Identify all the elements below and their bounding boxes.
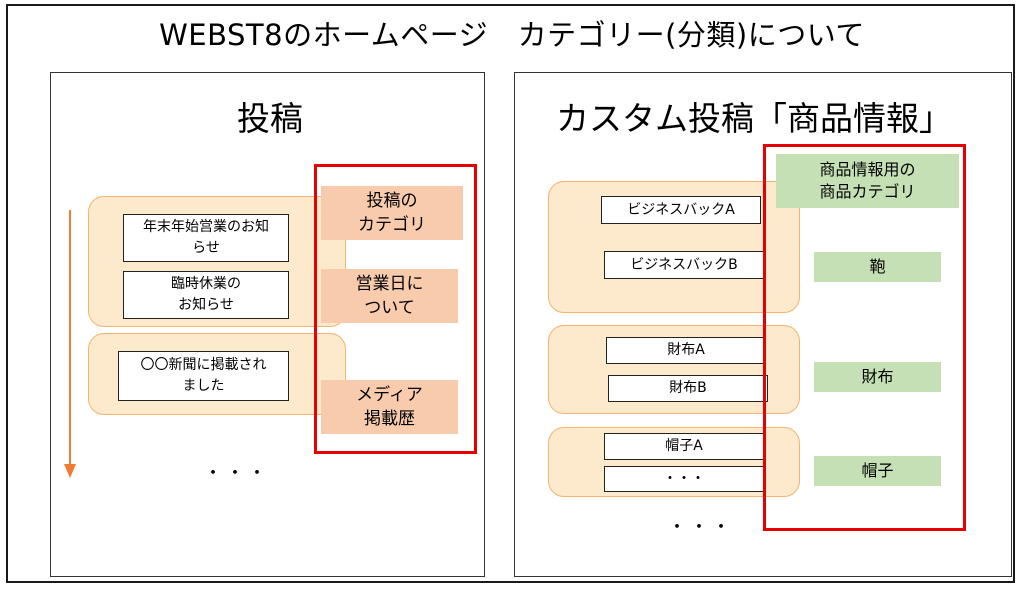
post-item-2: 臨時休業の お知らせ bbox=[123, 271, 289, 319]
right-category-header: 商品情報用の 商品カテゴリ bbox=[776, 154, 959, 208]
left-category-business-days: 営業日に ついて bbox=[321, 269, 458, 323]
product-item-bag-b: ビジネスバックB bbox=[604, 251, 764, 279]
post-item-3: 〇〇新聞に掲載され ました bbox=[118, 351, 289, 401]
left-category-header: 投稿の カテゴリ bbox=[321, 186, 463, 240]
left-ellipsis: ・・・ bbox=[204, 463, 270, 484]
left-category-media: メディア 掲載歴 bbox=[321, 380, 458, 434]
product-item-hat-more: ・・・ bbox=[604, 466, 764, 492]
right-panel-title: カスタム投稿「商品情報」 bbox=[556, 99, 952, 138]
timeline-arrow-icon bbox=[64, 210, 76, 478]
page-title: WEBST8のホームページ カテゴリー(分類)について bbox=[159, 18, 865, 52]
right-ellipsis: ・・・ bbox=[668, 517, 734, 538]
product-item-bag-a: ビジネスバックA bbox=[601, 196, 761, 224]
right-category-frame bbox=[763, 144, 966, 531]
right-category-wallet: 財布 bbox=[814, 362, 941, 392]
right-category-bag: 鞄 bbox=[814, 252, 941, 282]
right-category-hat: 帽子 bbox=[814, 456, 941, 486]
product-item-wallet-b: 財布B bbox=[608, 375, 768, 402]
post-item-1: 年末年始営業のお知 らせ bbox=[123, 214, 289, 262]
left-category-frame bbox=[314, 164, 477, 454]
product-item-hat-a: 帽子A bbox=[604, 433, 764, 460]
product-item-wallet-a: 財布A bbox=[606, 337, 766, 364]
left-panel-title: 投稿 bbox=[237, 99, 303, 138]
